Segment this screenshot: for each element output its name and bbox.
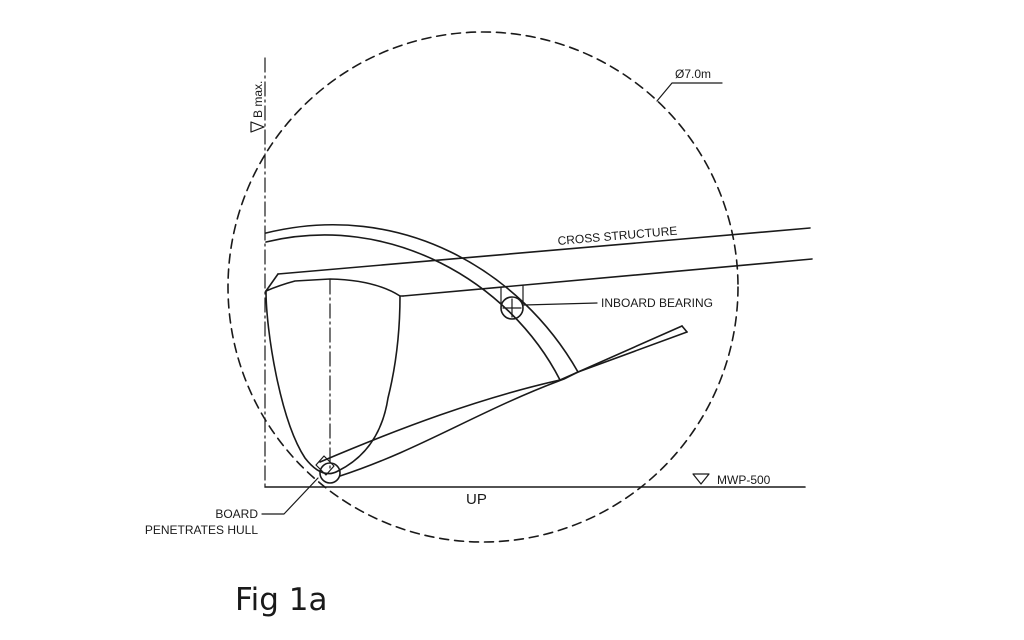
- up-label: UP: [466, 491, 487, 508]
- board-leader: [261, 477, 319, 515]
- figure-caption: Fig 1a: [235, 582, 328, 618]
- board-outer-arc: [265, 224, 579, 373]
- hull-outline: [265, 290, 401, 475]
- diameter-leader: [656, 82, 723, 102]
- board-tip: [681, 325, 688, 333]
- inboard-bearing-circle: [500, 296, 524, 320]
- sweep-circle: [227, 31, 739, 543]
- hull-side-upper: [265, 273, 279, 292]
- cross-structure-bottom: [402, 258, 813, 297]
- mwp-triangle-icon: [692, 473, 710, 485]
- inboard-bearing-leader: [523, 302, 598, 306]
- hull-deck: [265, 278, 404, 297]
- board-inner-arc: [265, 234, 561, 381]
- board-penetration-slot: [315, 455, 335, 476]
- board-label-line1: BOARD: [215, 507, 258, 521]
- b-max-triangle-icon: [250, 121, 265, 133]
- board-label-line2: PENETRATES HULL: [145, 523, 258, 537]
- inboard-bearing-label: INBOARD BEARING: [601, 296, 713, 310]
- board-lower-outer: [339, 331, 688, 477]
- board-lower-inner: [319, 325, 683, 463]
- mwp-label: MWP-500: [717, 473, 771, 487]
- b-max-label: B max.: [251, 81, 265, 118]
- diameter-label: Ø7.0m: [675, 67, 711, 81]
- board-penetration-circle: [319, 462, 341, 484]
- cross-structure-top: [277, 227, 811, 275]
